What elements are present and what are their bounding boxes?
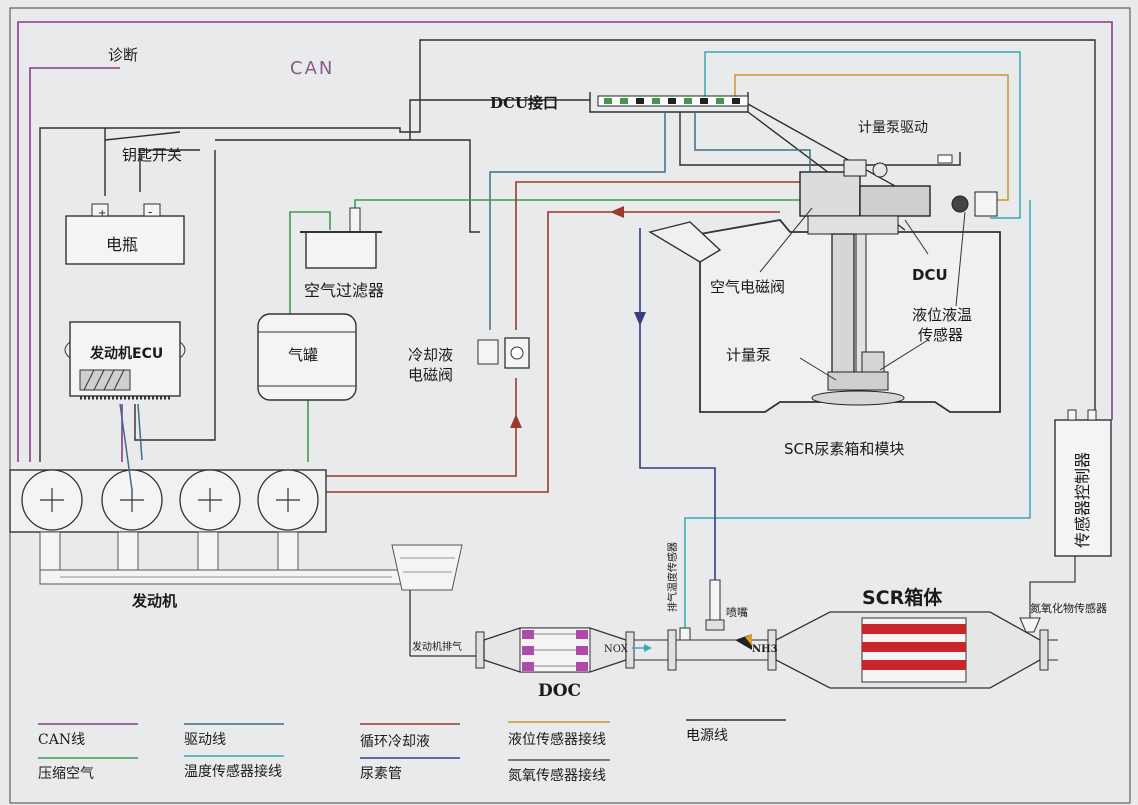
- urea-lines: [639, 228, 716, 620]
- sensor-controller: [1054, 409, 1112, 557]
- legend-label-coolant: 循环冷却液: [360, 734, 430, 750]
- label-diagnosis: 诊断: [108, 46, 138, 64]
- label-air-tank: 气罐: [288, 346, 318, 364]
- legend-label-can: CAN线: [38, 732, 85, 748]
- level-sensor-lines: [734, 74, 1009, 201]
- air-filter: [300, 207, 382, 269]
- label-nox-sensor: 氮氧化物传感器: [1030, 601, 1107, 615]
- coolant-up-arrow-icon: [510, 414, 522, 428]
- label-dcu: DCU: [912, 266, 948, 284]
- label-metering-pump: 计量泵: [726, 346, 771, 364]
- dcu-pump-module: [799, 159, 998, 406]
- coolant-arrow-icon: [610, 206, 624, 218]
- legend: CAN线 驱动线 循环冷却液 液位传感器接线 电源线 压缩空气 温度传感器接线 …: [38, 719, 786, 784]
- legend-label-drive: 驱动线: [184, 732, 226, 748]
- label-air-valve: 空气电磁阀: [710, 278, 785, 296]
- svg-text:-: -: [148, 205, 152, 219]
- label-battery: 电瓶: [106, 235, 138, 254]
- nozzle: [705, 579, 752, 650]
- drive-lines: [489, 112, 811, 330]
- label-nox: NOX: [604, 644, 629, 655]
- label-key-switch: 钥匙开关: [122, 146, 182, 164]
- engine-ecu: [64, 321, 186, 400]
- legend-label-nox-sensor: 氮氧传感器接线: [508, 767, 606, 784]
- label-scr-box: SCR箱体: [862, 586, 943, 609]
- air-tank: [257, 313, 357, 401]
- legend-label-temp-sensor: 温度传感器接线: [184, 763, 282, 780]
- label-engine-exhaust: 发动机排气: [412, 640, 462, 653]
- pump-drive-connector: [937, 154, 953, 164]
- legend-label-level-sensor: 液位传感器接线: [508, 731, 606, 748]
- nox-arrow-icon: [644, 644, 652, 652]
- label-sensor-controller: 传感器控制器: [1073, 452, 1092, 548]
- power-lines: [39, 39, 1096, 462]
- diagram-frame: [9, 7, 1131, 804]
- label-level-temp-sensor-2: 传感器: [918, 326, 963, 344]
- label-coolant-valve-1: 冷却液: [408, 346, 453, 364]
- label-nh3: NH3: [752, 644, 778, 655]
- exhaust-temp-sensor: [679, 627, 691, 641]
- scr-core: [861, 617, 967, 683]
- label-can: CAN: [290, 58, 334, 79]
- nox-sensor-device: [1019, 617, 1041, 633]
- labels: 诊断 CAN DCU接口 钥匙开关 计量泵驱动 电瓶 空气过滤器 发动机ECU …: [89, 46, 1107, 701]
- label-nozzle: 喷嘴: [726, 606, 748, 619]
- battery: + -: [65, 203, 185, 265]
- dcu-interface-connector: [597, 95, 749, 107]
- label-air-filter: 空气过滤器: [304, 281, 384, 300]
- urea-down-arrow-icon: [634, 312, 646, 326]
- engine-block: [9, 403, 463, 591]
- legend-label-power: 电源线: [686, 728, 728, 744]
- label-metering-pump-drive: 计量泵驱动: [858, 120, 928, 136]
- label-scr-tank-module: SCR尿素箱和模块: [784, 440, 904, 458]
- label-level-temp-sensor-1: 液位液温: [912, 306, 972, 324]
- nox-sensor-lines: [1029, 556, 1076, 620]
- doc-core: [519, 627, 591, 673]
- label-dcu-interface: DCU接口: [490, 94, 558, 112]
- callout-lines: [759, 207, 966, 381]
- label-engine-ecu: 发动机ECU: [89, 345, 163, 362]
- temp-sensor-lines: [684, 51, 1031, 630]
- label-coolant-valve-2: 电磁阀: [408, 366, 453, 384]
- label-engine: 发动机: [131, 592, 177, 610]
- label-exhaust-temp-sensor: 排气温度传感器: [666, 542, 679, 612]
- svg-text:+: +: [98, 208, 106, 219]
- label-doc: DOC: [538, 681, 581, 701]
- coolant-valve: [477, 337, 530, 369]
- legend-label-urea: 尿素管: [360, 766, 402, 782]
- coolant-lines: [322, 181, 800, 493]
- legend-label-compressed-air: 压缩空气: [38, 766, 94, 782]
